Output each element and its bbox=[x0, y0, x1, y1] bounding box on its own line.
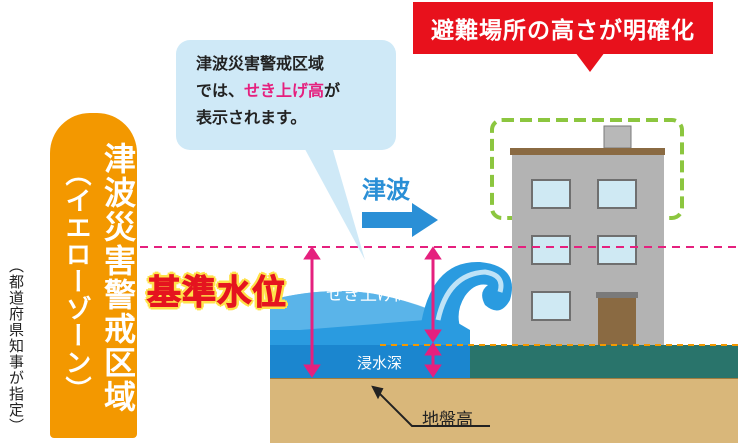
callout-tail bbox=[575, 52, 605, 72]
inundation-depth-label: 浸水深 bbox=[357, 354, 403, 372]
bubble-line-3: 表示されます。 bbox=[196, 108, 307, 127]
wave-curl bbox=[420, 261, 512, 345]
water-light bbox=[270, 291, 450, 330]
runup-height-label: せき上げ高 bbox=[326, 285, 411, 305]
explanation-bubble: 津波災害警戒区域 では、せき上げ高が 表示されます。 bbox=[176, 40, 396, 150]
zone-subtitle: （イエローゾーン） bbox=[61, 160, 91, 403]
measure-arrows bbox=[303, 246, 442, 378]
wave-highlight bbox=[435, 269, 504, 321]
building-windows bbox=[531, 179, 637, 321]
zone-title: 津波災害警戒区域 bbox=[99, 142, 137, 414]
building-door bbox=[598, 296, 636, 345]
bubble-line-2: では、せき上げ高が bbox=[196, 81, 341, 100]
bubble-tail bbox=[300, 140, 365, 260]
tsunami-label: 津波 bbox=[362, 176, 410, 204]
ground-pointer bbox=[371, 385, 490, 427]
shelter-height-callout: 避難場所の高さが明確化 bbox=[413, 2, 713, 54]
ground-height-label: 地盤高 bbox=[422, 410, 473, 430]
tsunami-arrow bbox=[362, 203, 438, 237]
building-base bbox=[470, 345, 738, 378]
bubble-highlight: せき上げ高 bbox=[244, 81, 325, 100]
governor-note: （都道府県知事が指定） bbox=[7, 258, 25, 434]
zone-label-panel bbox=[50, 113, 137, 438]
ground bbox=[270, 378, 738, 443]
bubble-line-1: 津波災害警戒区域 bbox=[196, 54, 325, 73]
building-roof bbox=[510, 148, 665, 155]
building-roof-box bbox=[603, 125, 632, 149]
reference-level-label: 基準水位 bbox=[147, 273, 287, 314]
